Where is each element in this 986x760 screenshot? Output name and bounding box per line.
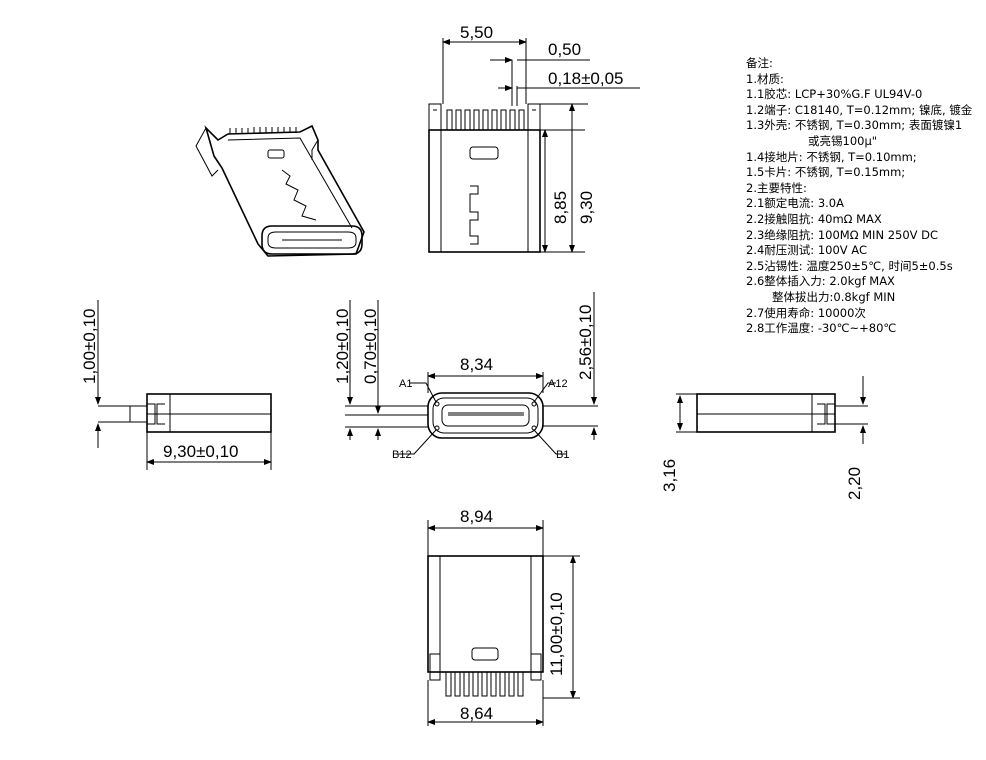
note-line: 1.材质: — [746, 71, 784, 86]
front-view — [345, 292, 598, 455]
note-line: 2.主要特性: — [746, 180, 807, 195]
dim-bottom-length: 11,00±0,10 — [547, 592, 566, 676]
note-line: 2.7使用寿命: 10000次 — [746, 305, 866, 320]
note-line: 1.3外壳: 不锈钢, T=0.30mm; 表面镀镍1 — [746, 118, 963, 133]
dim-left-thickness: 1,00±0,10 — [80, 308, 99, 384]
note-line: 2.2接触阻抗: 40mΩ MAX — [746, 211, 882, 226]
dim-front-right: 2,56±0,10 — [576, 304, 595, 380]
right-side-view — [676, 376, 868, 444]
notes-heading: 备注: — [746, 56, 773, 70]
note-line: 2.6整体插入力: 2.0kgf MAX — [746, 274, 895, 289]
note-line: 1.4接地片: 不锈钢, T=0.10mm; — [746, 149, 917, 164]
dim-front-width: 8,34 — [460, 355, 493, 374]
pin-label-a1: A1 — [399, 378, 412, 390]
note-line: 1.1胶芯: LCP+30%G.F UL94V-0 — [746, 87, 923, 102]
note-line: 1.2端子: C18140, T=0.12mm; 镍底, 镀金 — [746, 102, 973, 117]
dim-body-len-a: 8,85 — [551, 191, 570, 224]
pin-label-b12: B12 — [392, 449, 412, 461]
note-line: 或亮锡100μ" — [808, 133, 878, 148]
note-line: 2.1额定电流: 3.0A — [746, 196, 844, 211]
dim-right-height-1: 3,16 — [660, 459, 679, 492]
pin-label-a12: A12 — [548, 378, 568, 390]
bottom-view — [427, 520, 580, 726]
left-side-view — [95, 300, 272, 470]
dim-pin-width: 0,18±0,05 — [548, 69, 624, 88]
note-line: 2.5沾锡性: 温度250±5℃, 时间5±0.5s — [746, 258, 953, 273]
note-line: 1.5卡片: 不锈钢, T=0.15mm; — [746, 165, 906, 180]
dim-front-height-1: 1,20±0,10 — [333, 308, 352, 384]
top-pins — [446, 109, 525, 130]
dim-pin-pitch: 0,50 — [548, 40, 581, 59]
dim-front-height-2: 0,70±0,10 — [361, 308, 380, 384]
pin-label-b1: B1 — [556, 449, 569, 461]
note-line: 2.3绝缘阻抗: 100MΩ MIN 250V DC — [746, 227, 939, 242]
spec-notes: 备注: 1.材质: 1.1胶芯: LCP+30%G.F UL94V-0 1.2端… — [746, 56, 986, 337]
dim-body-len-b: 9,30 — [577, 191, 596, 224]
dim-bottom-width-2: 8,64 — [460, 704, 493, 723]
note-line: 2.8工作温度: -30℃~+80℃ — [746, 321, 897, 336]
dim-left-length: 9,30±0,10 — [163, 442, 239, 461]
bottom-pins — [445, 672, 524, 697]
isometric-view — [195, 124, 365, 257]
dim-bottom-width-1: 8,94 — [460, 507, 493, 526]
dim-top-width: 5,50 — [460, 23, 493, 42]
top-view — [428, 38, 640, 253]
note-line: 整体拔出力:0.8kgf MIN — [772, 289, 896, 304]
dim-right-height-2: 2,20 — [845, 467, 864, 500]
iso-pins — [229, 127, 297, 134]
note-line: 2.4耐压测试: 100V AC — [746, 243, 867, 258]
